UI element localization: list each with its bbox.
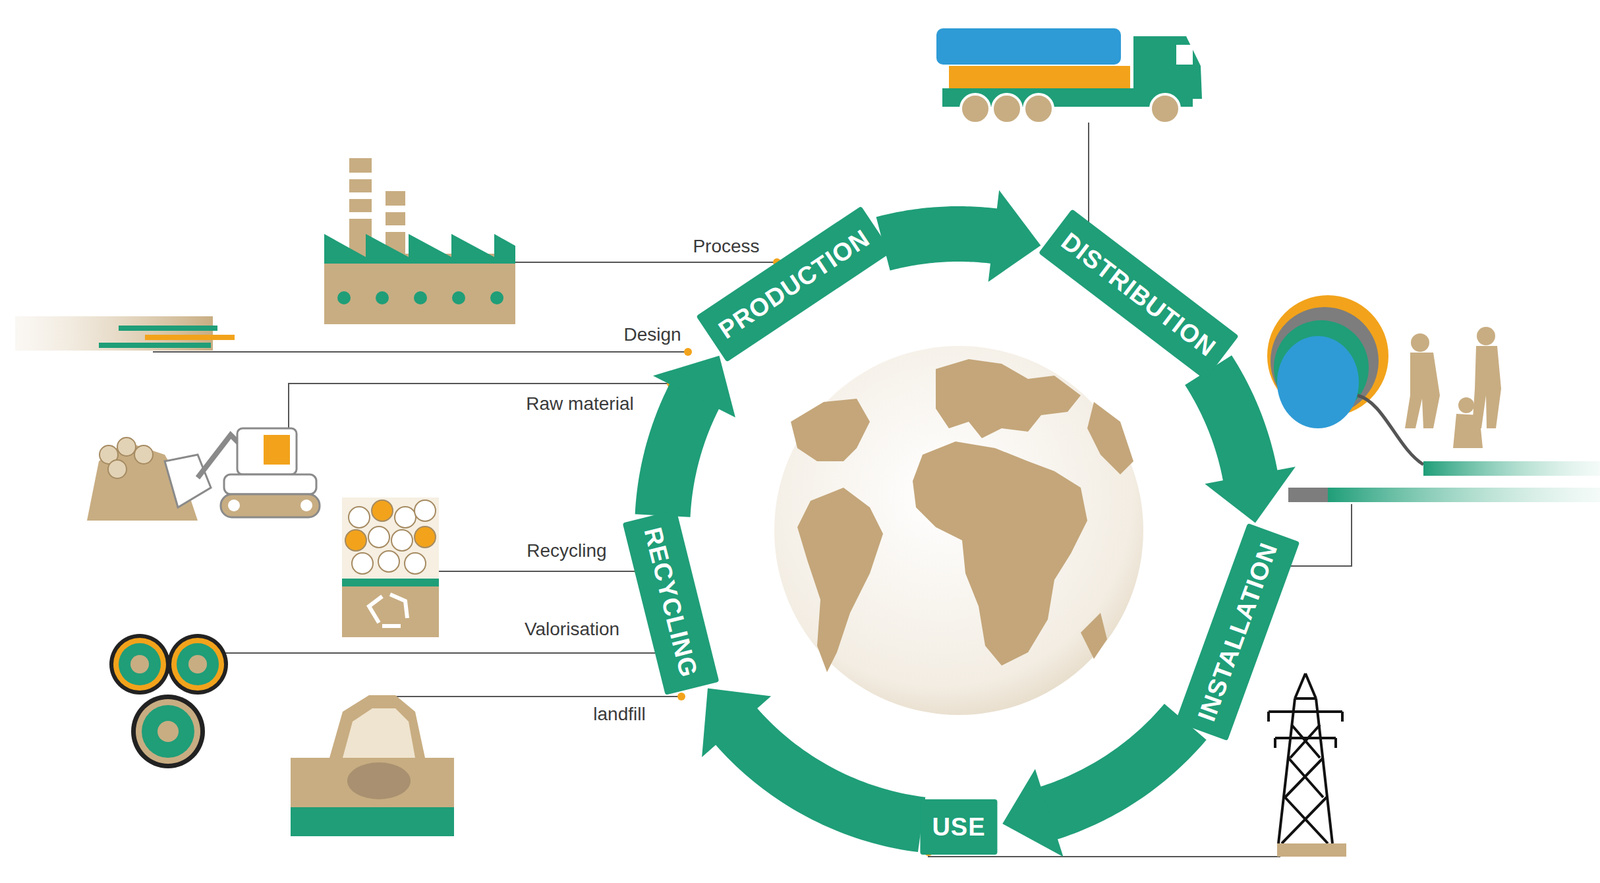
truck: [936, 28, 1202, 124]
cable-drum-workers: [1267, 295, 1600, 503]
arrow-body: [1208, 370, 1251, 476]
excavator: [164, 454, 211, 508]
pylon: [1268, 673, 1347, 857]
cable-design: [118, 325, 218, 331]
phase-band: USE: [919, 799, 998, 855]
phase-name: USE: [931, 813, 986, 841]
leader-lines: [438, 570, 639, 572]
truck: [1176, 44, 1193, 65]
cable-drum-workers: [1277, 336, 1359, 429]
phase-name: RECYCLING: [639, 524, 704, 681]
recycling-bin: [342, 497, 439, 638]
cable-drum-workers: [1288, 487, 1328, 503]
landfill: [342, 708, 416, 758]
globe: [935, 359, 1081, 439]
stage-label: Process: [692, 235, 760, 258]
recycling-bin: [342, 586, 439, 638]
excavator: [220, 494, 320, 518]
truck: [936, 28, 1121, 65]
arrow-body: [1048, 721, 1185, 814]
stage-label: Valorisation: [524, 618, 620, 640]
excavator: [263, 434, 290, 465]
leader-dots: [684, 347, 692, 356]
stage-label: landfill: [593, 703, 646, 725]
leader-lines: [288, 383, 671, 455]
truck: [948, 65, 1131, 89]
cycle-arrow: [1204, 370, 1296, 524]
phase-band: INSTALLATION: [1174, 523, 1300, 741]
arrow-body: [736, 726, 922, 825]
arrow-head: [988, 190, 1042, 283]
cycle-arrow: [883, 190, 1041, 283]
factory: [324, 158, 516, 325]
globe: [790, 398, 870, 462]
excavator: [237, 428, 297, 475]
excavator: [224, 474, 317, 495]
cable-drum-workers: [1327, 487, 1600, 503]
arrow-head: [701, 687, 772, 758]
pylon: [1268, 711, 1343, 748]
phase-name: DISTRIBUTION: [1056, 227, 1222, 362]
arrow-head: [1002, 769, 1063, 857]
landfill: [290, 807, 455, 837]
cable-design: [98, 342, 211, 348]
pylon: [1294, 673, 1316, 699]
pylon: [1277, 843, 1347, 857]
pylon: [1268, 711, 1343, 739]
cycle-arrow: [701, 687, 922, 825]
landfill: [347, 762, 411, 800]
factory: [324, 233, 516, 264]
cable-drum-workers: [1423, 461, 1600, 476]
leader-lines: [152, 122, 1352, 857]
factory: [324, 253, 516, 325]
arrow-body: [662, 396, 695, 516]
leader-lines: [208, 652, 661, 654]
landfill: [290, 695, 455, 837]
stage-label: Recycling: [526, 540, 607, 562]
factory: [324, 263, 516, 271]
truck: [1133, 36, 1202, 99]
arrow-head: [1204, 466, 1296, 523]
factory: [385, 191, 406, 254]
phase-band: RECYCLING: [622, 509, 720, 695]
cable-reels: [109, 633, 229, 769]
cable-design: [15, 316, 213, 351]
leader-lines: [377, 696, 682, 756]
excavator: [86, 428, 320, 521]
cable-design: [15, 316, 235, 351]
leader-lines: [1087, 122, 1090, 235]
pylon: [1278, 698, 1333, 844]
globe: [1080, 612, 1108, 659]
landfill: [290, 695, 455, 837]
recycling-bin: [342, 497, 439, 580]
cable-design: [144, 334, 235, 341]
phase-name: INSTALLATION: [1192, 539, 1283, 725]
stage-label: Raw material: [525, 393, 634, 415]
phase-band: PRODUCTION: [696, 205, 893, 362]
leader-lines: [515, 261, 777, 263]
globe: [774, 345, 1144, 715]
cycle-arrow: [1002, 721, 1186, 857]
globe: [1087, 401, 1134, 475]
globe: [774, 345, 1144, 715]
arrow-head: [653, 355, 736, 418]
phase-band: DISTRIBUTION: [1038, 208, 1239, 381]
stage-label: Design: [623, 324, 681, 346]
leader-lines: [152, 351, 688, 353]
globe: [912, 441, 1088, 666]
recycling-bin: [342, 578, 439, 587]
globe: [797, 487, 884, 673]
cycle-arrow: [653, 355, 736, 516]
pylon: [1281, 724, 1328, 844]
arrow-body: [883, 233, 995, 244]
leader-dots: [677, 692, 686, 701]
